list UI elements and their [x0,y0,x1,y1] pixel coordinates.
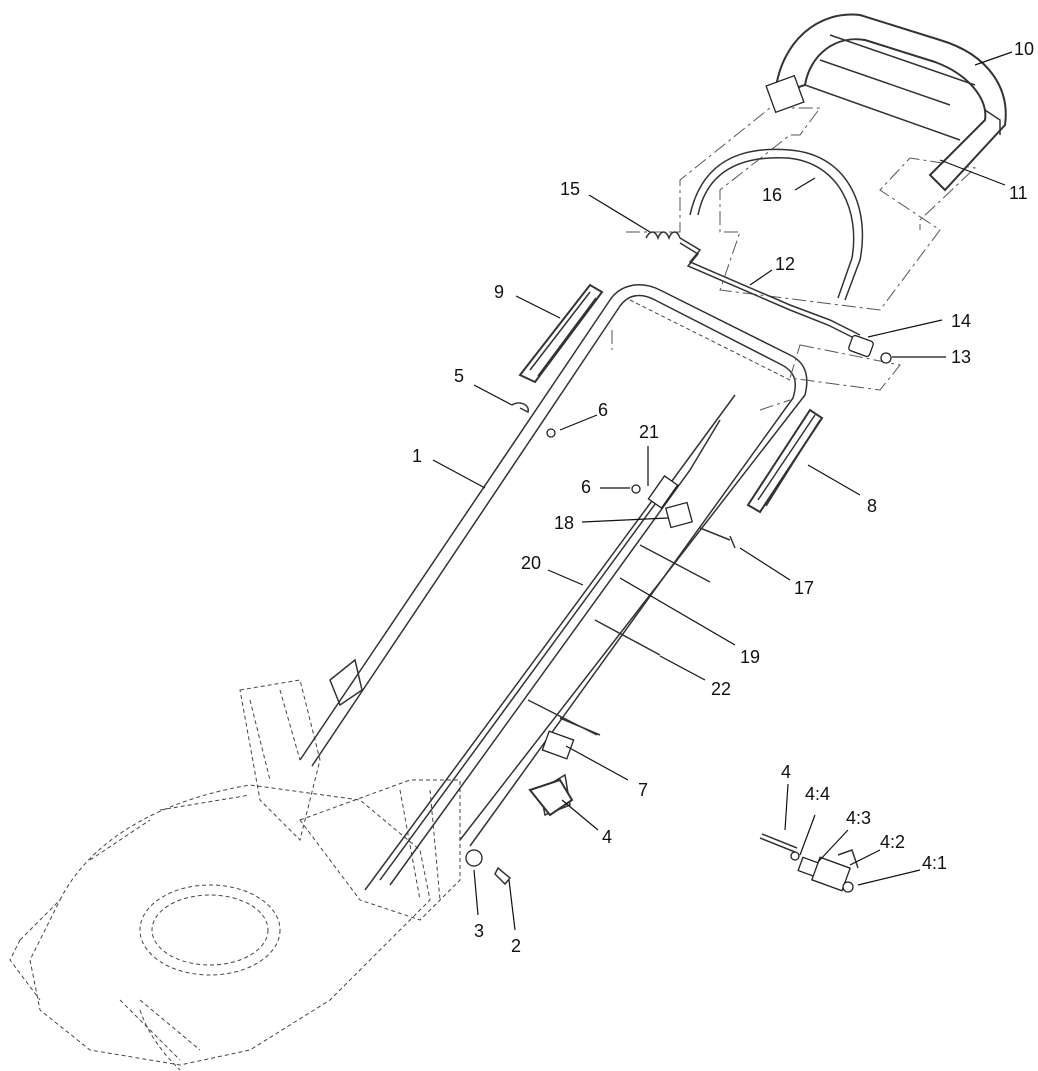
callout-18: 18 [554,513,574,533]
callout-4-4: 4:4 [805,784,830,804]
callout-6-upper: 6 [598,400,608,420]
cable-guide-part-9 [518,283,604,384]
callout-4-2: 4:2 [880,832,905,852]
callout-1: 1 [412,446,422,466]
callout-2: 2 [511,936,521,956]
callout-14: 14 [951,311,971,331]
callout-21: 21 [639,422,659,442]
spring-and-rod [645,231,861,341]
upper-grip-part-10 [765,13,1007,192]
callout-12: 12 [775,254,795,274]
callout-4-1: 4:1 [922,853,947,873]
bail-group-box [611,107,977,411]
callout-7: 7 [638,780,648,800]
callout-20: 20 [521,553,541,573]
callout-8: 8 [867,496,877,516]
callout-4: 4 [602,827,612,847]
leader-lines [432,51,1013,931]
mower-deck [9,679,461,1071]
callout-5: 5 [454,366,464,386]
callout-4-detail: 4 [781,762,791,782]
callout-labels: 1 2 3 4 5 6 6 7 8 9 10 11 12 13 14 15 16… [412,39,1034,956]
callout-16: 16 [762,185,782,205]
callout-19: 19 [740,647,760,667]
callout-13: 13 [951,347,971,367]
cable-guide-part-8 [746,408,824,514]
control-cables [364,394,736,891]
handle-assembly [299,284,808,847]
callout-3: 3 [474,921,484,941]
callout-9: 9 [494,282,504,302]
callout-6-lower: 6 [581,477,591,497]
callout-22: 22 [711,679,731,699]
bail-part-16 [689,148,864,301]
callout-11: 11 [1009,183,1028,203]
small-hardware [465,402,736,886]
detail-part-4-assembly [759,833,859,893]
callout-15: 15 [560,179,580,199]
callout-4-3: 4:3 [846,808,871,828]
knob-part-14 [848,334,892,364]
callout-17: 17 [794,578,814,598]
callout-10: 10 [1014,39,1034,59]
